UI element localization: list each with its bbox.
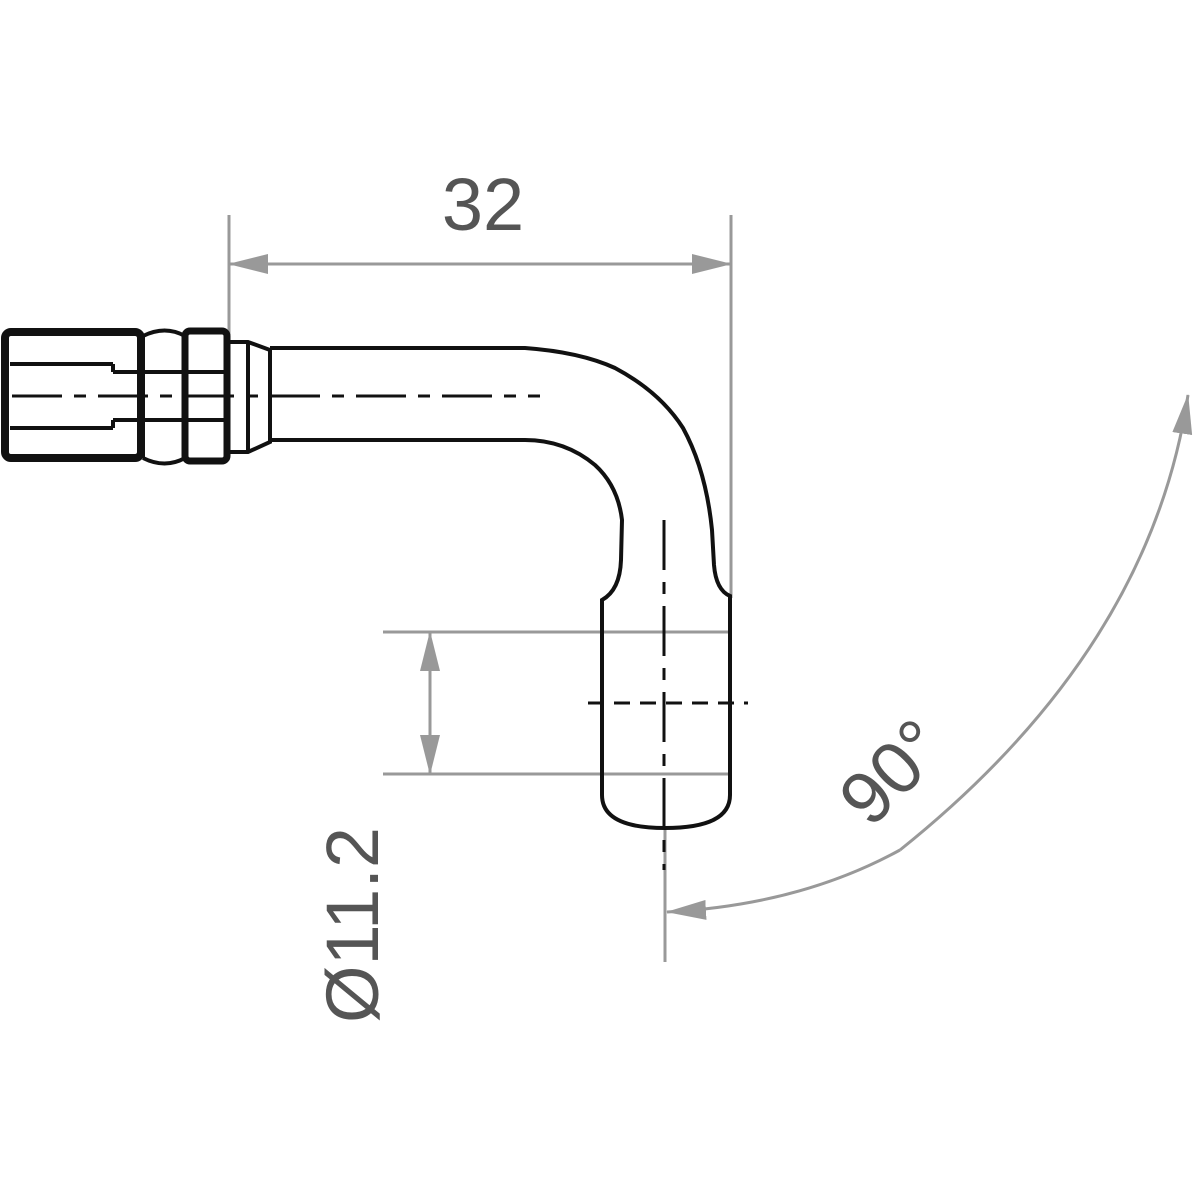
dimension-diameter (383, 630, 730, 776)
fitting-body (1, 327, 732, 831)
angle-label: 90° (823, 703, 961, 841)
length-label: 32 (442, 163, 524, 246)
centerlines (12, 394, 748, 870)
dimension-length (227, 215, 733, 598)
diameter-label: Ø11.2 (311, 827, 394, 1023)
dimension-angle (663, 394, 1193, 962)
